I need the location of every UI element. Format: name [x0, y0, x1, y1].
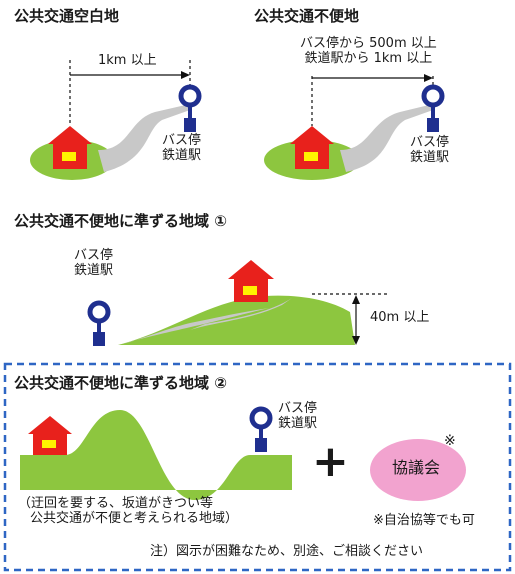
- panel-b-distance-line-1: バス停から 500m 以上: [300, 36, 437, 51]
- panel-c-height-label: 40m 以上: [370, 310, 430, 325]
- plus-sign: +: [312, 436, 349, 487]
- panel-d-note: （迂回を要する、坂道がきつい等 公共交通が不便と考えられる地域）: [18, 496, 239, 527]
- panel-b-house: [290, 126, 334, 169]
- panel-b-stop-icon: [421, 84, 445, 132]
- panel-a-road: [98, 104, 190, 172]
- panel-d-stop-icon: [249, 406, 273, 452]
- panel-b-road: [340, 104, 433, 172]
- panel-c-stop-line-2: 鉄道駅: [74, 262, 114, 278]
- panel-d-title: 公共交通不便地に準ずる地域 ②: [14, 374, 227, 392]
- panel-c-arrowhead-up: [352, 295, 360, 304]
- panel-b-title: 公共交通不便地: [254, 7, 360, 25]
- panel-d-house: [28, 416, 72, 455]
- panel-d-note-line-1: （迂回を要する、坂道がきつい等: [18, 496, 214, 511]
- panel-a-arrowhead: [181, 71, 190, 79]
- panel-b-stop-line-2: 鉄道駅: [410, 149, 450, 165]
- panel-c-stop-line-1: バス停: [74, 248, 114, 263]
- panel-a-title: 公共交通空白地: [14, 7, 120, 25]
- panel-c-arrowhead-down: [352, 336, 360, 345]
- panel-d-note-line-2: 公共交通が不便と考えられる地域）: [30, 510, 239, 526]
- panel-c-road-upper: [190, 298, 292, 330]
- panel-b-distance-label: バス停から 500m 以上 鉄道駅から 1km 以上: [300, 36, 437, 67]
- panel-d-stop-line-1: バス停: [278, 401, 318, 416]
- panel-c-hill: [118, 295, 355, 345]
- panel-d-terrain: [20, 410, 292, 500]
- panel-b-scene: [264, 74, 445, 180]
- council-label: 協議会: [392, 458, 441, 477]
- panel-c-stop-label: バス停 鉄道駅: [74, 248, 114, 279]
- panel-d-stop-label: バス停 鉄道駅: [278, 401, 318, 432]
- panel-b-stop-line-1: バス停: [410, 135, 450, 150]
- footer-note: 注）図示が困難なため、別途、ご相談ください: [150, 544, 424, 559]
- council-mark: ※: [444, 433, 456, 449]
- panel-d-stop-line-2: 鉄道駅: [278, 415, 318, 431]
- panel-c-scene: [87, 260, 388, 346]
- panel-c-title: 公共交通不便地に準ずる地域 ①: [14, 212, 227, 230]
- council-ellipse: [370, 439, 466, 501]
- panel-d-scene: [20, 406, 466, 501]
- panel-b-arrowhead: [424, 74, 433, 82]
- panel-a-house: [48, 126, 92, 169]
- panel-c-house: [228, 260, 274, 302]
- panel-a-stop-line-2: 鉄道駅: [162, 147, 202, 163]
- panel-b-distance-line-2: 鉄道駅から 1km 以上: [304, 50, 433, 66]
- panel-a-distance-label: 1km 以上: [98, 53, 157, 68]
- panel-d-frame: [3, 362, 512, 572]
- council-note: ※自治協等でも可: [373, 513, 475, 528]
- panel-c-stop-icon: [87, 300, 111, 346]
- panel-a-stop-label: バス停 鉄道駅: [162, 133, 202, 164]
- panel-a-stop-line-1: バス停: [162, 133, 202, 148]
- panel-a-scene: [30, 60, 202, 180]
- panel-b-stop-label: バス停 鉄道駅: [410, 135, 450, 166]
- panel-a-stop-icon: [178, 84, 202, 132]
